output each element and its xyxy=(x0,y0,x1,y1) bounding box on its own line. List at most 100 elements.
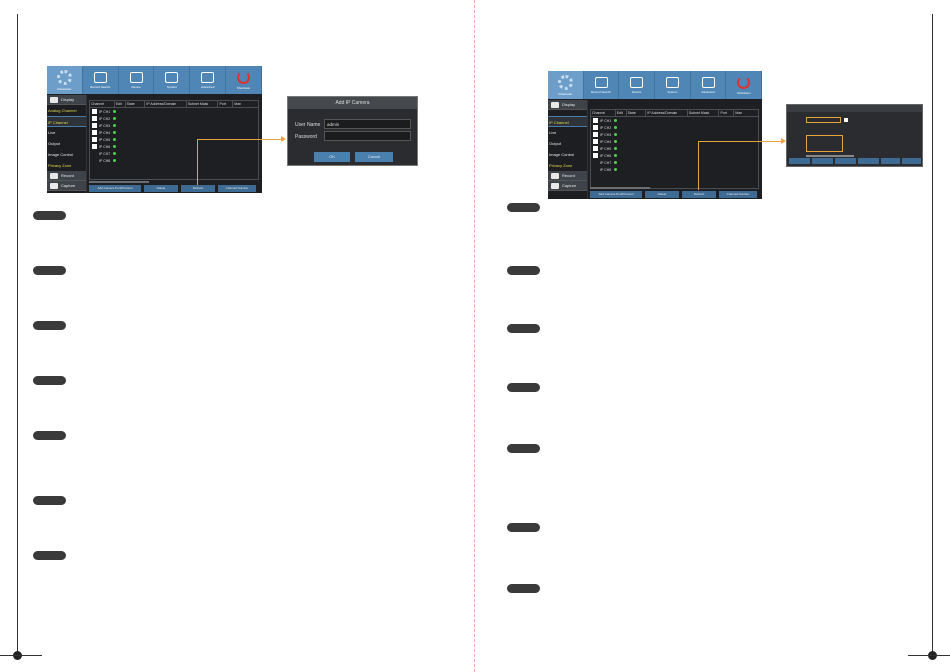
add-ip-camera-dialog: Add IP Camera User Name admin Password O… xyxy=(287,96,418,166)
ip-channel-table: Channel Edit State IP Address/Domain Sub… xyxy=(590,109,759,189)
table-row[interactable]: IP CH3 xyxy=(90,122,258,129)
sidebar-item-privacy-zone[interactable]: Privacy Zone xyxy=(48,163,72,168)
tab-system[interactable]: System xyxy=(655,71,691,99)
row-checkbox[interactable] xyxy=(92,109,97,114)
refresh-button[interactable]: Refresh xyxy=(682,191,716,198)
step-badge xyxy=(507,383,540,392)
table-row[interactable]: IP CH8 xyxy=(591,166,758,173)
tab-record-search[interactable]: Record Search xyxy=(83,66,119,94)
sidebar-item-output[interactable]: Output xyxy=(48,141,61,146)
table-row[interactable]: IP CH6 xyxy=(591,152,758,159)
dialog-button[interactable] xyxy=(835,158,856,164)
sidebar-header-record[interactable]: Record xyxy=(548,171,587,181)
table-row[interactable]: IP CH4 xyxy=(591,138,758,145)
device-icon xyxy=(129,71,143,83)
tab-parameter[interactable]: Parameter xyxy=(47,66,83,94)
table-row[interactable]: IP CH2 xyxy=(90,115,258,122)
username-field[interactable]: admin xyxy=(324,119,411,129)
status-ok-icon xyxy=(614,133,617,136)
tab-parameter[interactable]: Parameter xyxy=(548,71,584,99)
step-badge xyxy=(33,211,66,220)
row-checkbox[interactable] xyxy=(593,132,598,137)
tab-advanced[interactable]: Advanced xyxy=(190,66,227,94)
col-state: State xyxy=(126,101,146,107)
checkbox[interactable] xyxy=(844,118,848,122)
step-badge xyxy=(33,551,66,560)
sidebar-item-ip-channel[interactable]: IP Channel xyxy=(47,116,86,127)
table-row[interactable]: IP CH7 xyxy=(90,150,258,157)
step-badge xyxy=(507,444,540,453)
row-checkbox[interactable] xyxy=(593,146,598,151)
horizontal-scrollbar[interactable] xyxy=(590,187,650,189)
tab-record-search[interactable]: Record Search xyxy=(584,71,620,99)
table-row[interactable]: IP CH2 xyxy=(591,124,758,131)
sidebar-item-ip-channel[interactable]: IP Channel xyxy=(548,116,587,127)
ok-button[interactable]: OK xyxy=(314,152,350,162)
tab-device[interactable]: Device xyxy=(619,71,656,99)
delete-button[interactable]: Delete xyxy=(645,191,679,198)
search-record-icon xyxy=(594,76,608,88)
status-ok-icon xyxy=(614,126,617,129)
table-row[interactable]: IP CH5 xyxy=(591,145,758,152)
sidebar-item-output[interactable]: Output xyxy=(549,141,562,146)
table-row[interactable]: IP CH4 xyxy=(90,129,258,136)
delete-button[interactable]: Delete xyxy=(144,185,178,192)
channel-number-button[interactable]: Channel Number xyxy=(218,185,256,192)
advanced-icon xyxy=(701,76,715,88)
row-checkbox[interactable] xyxy=(593,139,598,144)
tab-advanced[interactable]: Advanced xyxy=(691,71,727,99)
sidebar-item-analog-channel[interactable]: Analog Channel xyxy=(48,108,77,113)
step-badge xyxy=(33,431,66,440)
dialog-button[interactable] xyxy=(812,158,833,164)
add-camera-button[interactable]: Add Camera Port/Protocol xyxy=(89,185,141,192)
table-row[interactable]: IP CH1 xyxy=(90,108,258,115)
row-checkbox[interactable] xyxy=(92,116,97,121)
sidebar-item-image-control[interactable]: Image Control xyxy=(48,152,74,157)
table-row[interactable]: IP CH3 xyxy=(591,131,758,138)
col-port: Port xyxy=(218,101,234,107)
system-icon xyxy=(165,71,179,83)
sidebar-header-capture[interactable]: Capture xyxy=(548,181,587,191)
table-row[interactable]: IP CH7 xyxy=(591,159,758,166)
cancel-button[interactable]: Cancel xyxy=(355,152,393,162)
capture-icon xyxy=(551,183,559,189)
record-icon xyxy=(50,173,58,179)
table-row[interactable]: IP CH1 xyxy=(591,117,758,124)
row-checkbox[interactable] xyxy=(92,144,97,149)
password-field[interactable] xyxy=(324,131,411,141)
refresh-button[interactable]: Refresh xyxy=(181,185,215,192)
sidebar-item-live[interactable]: Live xyxy=(48,130,56,135)
dialog-button[interactable] xyxy=(881,158,900,164)
settings-sidebar: Display IP Channel Live Output Image Con… xyxy=(548,100,588,199)
row-checkbox[interactable] xyxy=(92,130,97,135)
callout-arrow-icon xyxy=(781,138,786,144)
row-checkbox[interactable] xyxy=(593,153,598,158)
channel-number-button[interactable]: Channel Number xyxy=(719,191,757,198)
sidebar-header-display[interactable]: Display xyxy=(47,95,86,105)
row-checkbox[interactable] xyxy=(593,125,598,130)
sidebar-item-live[interactable]: Live xyxy=(549,130,557,135)
tab-device[interactable]: Device xyxy=(119,66,155,94)
tab-shutdown[interactable]: Shutdown xyxy=(726,71,762,99)
status-ok-icon xyxy=(614,154,617,157)
dialog-button[interactable] xyxy=(902,158,921,164)
sidebar-item-image-control[interactable]: Image Control xyxy=(549,152,575,157)
registration-line-right xyxy=(908,655,950,656)
add-camera-button[interactable]: Add Camera Port/Protocol xyxy=(590,191,642,198)
horizontal-scrollbar[interactable] xyxy=(89,181,149,183)
step-badge xyxy=(507,324,540,333)
row-checkbox[interactable] xyxy=(593,118,598,123)
row-checkbox[interactable] xyxy=(92,123,97,128)
sidebar-header-display[interactable]: Display xyxy=(548,100,587,110)
tab-shutdown[interactable]: Shutdown xyxy=(226,66,262,94)
table-row[interactable]: IP CH8 xyxy=(90,157,258,164)
dialog-button[interactable] xyxy=(858,158,879,164)
tab-system[interactable]: System xyxy=(154,66,191,94)
table-row[interactable]: IP CH5 xyxy=(90,136,258,143)
dialog-button[interactable] xyxy=(789,158,810,164)
sidebar-header-capture[interactable]: Capture xyxy=(47,181,86,191)
sidebar-item-privacy-zone[interactable]: Privacy Zone xyxy=(549,163,573,168)
row-checkbox[interactable] xyxy=(92,137,97,142)
table-row[interactable]: IP CH6 xyxy=(90,143,258,150)
sidebar-header-record[interactable]: Record xyxy=(47,171,86,181)
